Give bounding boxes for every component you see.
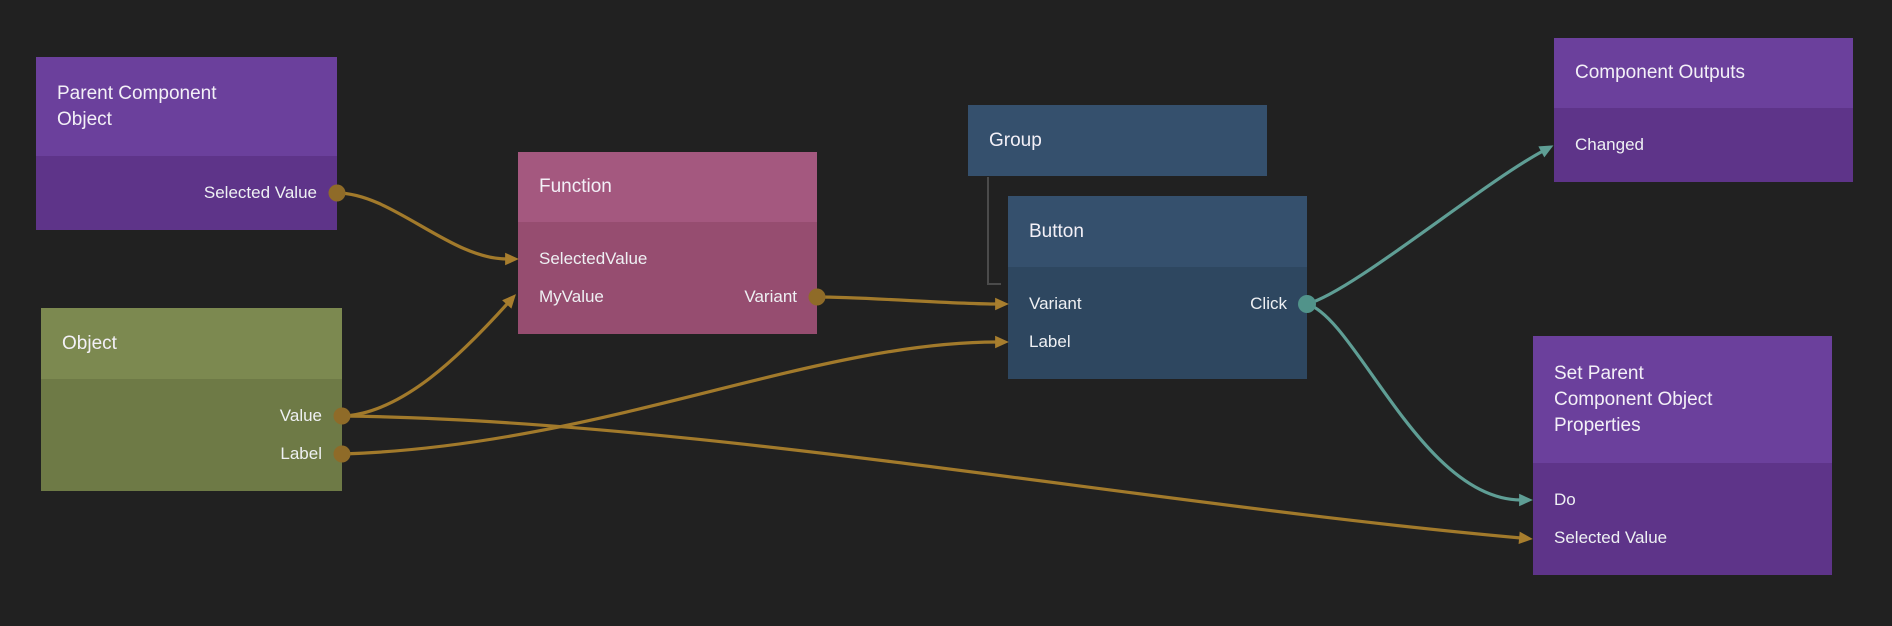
- group-child-link: [987, 177, 1001, 285]
- port-input-label[interactable]: Label: [1008, 323, 1307, 361]
- node-header: Component Outputs: [1554, 38, 1853, 108]
- wire-button-click-to-component-outputs-changed[interactable]: [1306, 145, 1554, 306]
- port-input-variant[interactable]: Variant: [1029, 294, 1082, 313]
- node-header: Button: [1008, 196, 1307, 267]
- output-dot-object-label[interactable]: [333, 445, 351, 463]
- port-input-changed[interactable]: Changed: [1554, 126, 1853, 164]
- output-dot-object-value[interactable]: [333, 407, 351, 425]
- port-input-selectedvalue[interactable]: SelectedValue: [518, 240, 817, 278]
- node-function[interactable]: Function SelectedValue MyValue Variant: [518, 152, 817, 334]
- wire-object-value-to-setparent-selected-value[interactable]: [341, 414, 1533, 545]
- node-header: Group: [968, 105, 1267, 176]
- port-input-myvalue[interactable]: MyValue: [539, 287, 604, 306]
- node-title: Set Parent Component Object Properties: [1554, 362, 1713, 436]
- node-body: Selected Value: [36, 156, 337, 230]
- node-set-parent-component-object-properties[interactable]: Set Parent Component Object Properties D…: [1533, 336, 1832, 575]
- port-row-variant-click[interactable]: Variant Click: [1008, 285, 1307, 323]
- node-body: Do Selected Value: [1533, 463, 1832, 575]
- node-parent-component-object[interactable]: Parent Component Object Selected Value: [36, 57, 337, 230]
- port-output-click[interactable]: Click: [1250, 294, 1287, 313]
- node-title: Object: [62, 332, 117, 354]
- node-header: Parent Component Object: [36, 57, 337, 156]
- output-dot-button-click[interactable]: [1298, 295, 1316, 313]
- node-button[interactable]: Button Variant Click Label: [1008, 196, 1307, 379]
- port-label: Value: [279, 406, 322, 425]
- port-label: Changed: [1575, 135, 1645, 154]
- node-title: Function: [539, 176, 612, 197]
- port-output-variant[interactable]: Variant: [744, 287, 797, 306]
- wire-object-label-to-button-label[interactable]: [341, 335, 1009, 456]
- node-group[interactable]: Group: [968, 105, 1267, 176]
- node-body: Changed: [1554, 108, 1853, 182]
- node-body: SelectedValue MyValue Variant: [518, 222, 817, 334]
- port-input-selected-value[interactable]: Selected Value: [1533, 519, 1832, 557]
- port-label: Do: [1554, 490, 1576, 509]
- wire-button-click-to-setparent-do[interactable]: [1306, 302, 1533, 507]
- node-body: Variant Click Label: [1008, 267, 1307, 379]
- port-input-do[interactable]: Do: [1533, 481, 1832, 519]
- port-output-selected-value[interactable]: Selected Value: [36, 174, 337, 212]
- wire-function-variant-to-button-variant[interactable]: [816, 295, 1009, 311]
- port-label: Label: [1029, 332, 1071, 351]
- node-title: Group: [989, 129, 1042, 151]
- output-dot-function-variant[interactable]: [808, 288, 826, 306]
- node-title: Button: [1029, 220, 1084, 242]
- port-label: Selected Value: [1554, 528, 1668, 547]
- port-label: Selected Value: [203, 183, 317, 202]
- node-component-outputs[interactable]: Component Outputs Changed: [1554, 38, 1853, 182]
- node-header: Set Parent Component Object Properties: [1533, 336, 1832, 463]
- wire-object-value-to-function-myvalue[interactable]: [341, 294, 516, 418]
- node-title: Component Outputs: [1575, 62, 1746, 83]
- port-label: SelectedValue: [539, 249, 648, 268]
- node-object[interactable]: Object Value Label: [41, 308, 342, 491]
- port-row-myvalue-variant[interactable]: MyValue Variant: [518, 278, 817, 316]
- node-header: Object: [41, 308, 342, 379]
- node-header: Function: [518, 152, 817, 222]
- port-label: Label: [280, 444, 322, 463]
- wire-parent-selected-value-to-function-selectedvalue[interactable]: [336, 191, 519, 266]
- port-output-value[interactable]: Value: [41, 397, 342, 435]
- node-title: Parent Component Object: [57, 82, 217, 130]
- output-dot-parent-selected-value[interactable]: [328, 184, 346, 202]
- node-body: Value Label: [41, 379, 342, 491]
- port-output-label[interactable]: Label: [41, 435, 342, 473]
